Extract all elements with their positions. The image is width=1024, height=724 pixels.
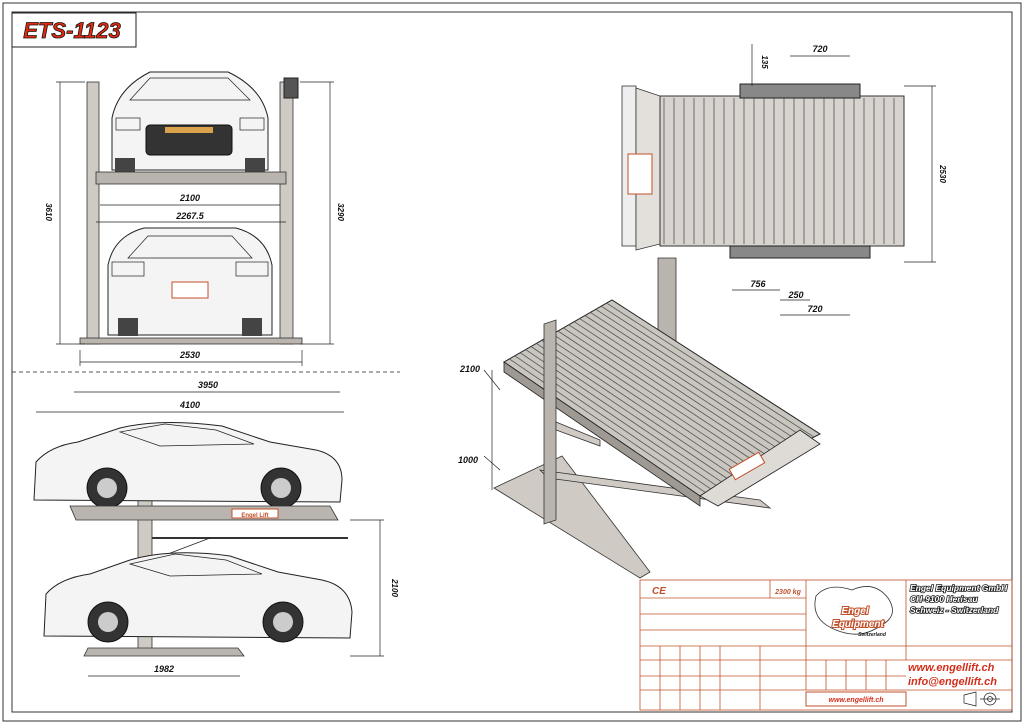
dim-overall-width: 2530: [179, 350, 200, 360]
model-title: ETS-1123: [23, 18, 120, 43]
front-right-post: [279, 81, 294, 345]
iso-platform-slat: [590, 312, 797, 447]
iso-platform-slat: [563, 327, 767, 463]
footer-url-box: [805, 691, 907, 707]
website-link[interactable]: www.engellift.ch: [908, 662, 995, 674]
iso-platform-slat: [557, 330, 761, 466]
dim-side-height: 2100: [390, 578, 399, 597]
platform-slats: [663, 98, 895, 244]
company-address: CH-9100 Herisau: [910, 594, 978, 604]
dim-length-b: 4100: [179, 400, 200, 410]
top-view-logo: [627, 153, 653, 195]
dim-top-depth: 2530: [938, 164, 947, 183]
dim-bottom-c: 720: [807, 304, 822, 314]
dim-bottom-a: 756: [750, 279, 766, 289]
dim-platform-width: 2267.5: [175, 211, 205, 221]
title-block: CE 2300 kg Engel Equipment Switzerland E…: [639, 579, 1013, 711]
side-plate-text: Engel Lift: [241, 513, 268, 519]
logo-line2: Equipment: [832, 619, 884, 630]
iso-platform-slat: [541, 339, 743, 475]
front-view: 3610 3290 2100 2267.5 2530: [44, 71, 345, 366]
iso-platform-slat: [579, 318, 785, 453]
model-title-box: ETS-1123: [11, 12, 137, 48]
logo-wing-icon: [814, 586, 893, 635]
front-upper-platform: [95, 171, 287, 185]
iso-platform-slat: [584, 315, 791, 450]
dim-top-offset: 135: [760, 55, 769, 69]
logo-line1: Engel: [841, 606, 868, 617]
iso-platform-slat: [568, 324, 773, 460]
company-country: Schweiz - Switzerland: [910, 605, 999, 615]
iso-platform-slat: [573, 321, 779, 457]
iso-platform-slat: [552, 333, 755, 469]
side-upper-platform: [69, 505, 339, 521]
front-base: [79, 337, 303, 345]
lower-car-rear: [107, 227, 273, 336]
email-link[interactable]: info@engellift.ch: [908, 676, 997, 688]
iso-ramp-logo: [728, 451, 766, 481]
dim-bottom-b: 250: [787, 290, 803, 300]
iso-platform-slat: [525, 349, 725, 484]
isometric-view: 2100 1000: [458, 257, 821, 579]
dim-total-height: 3610: [44, 203, 53, 221]
iso-platform-slat: [600, 305, 809, 441]
side-plate: [231, 508, 279, 519]
footer-url[interactable]: www.engellift.ch: [829, 697, 884, 704]
top-crossbeam: [739, 83, 861, 99]
iso-platform-slat: [546, 336, 749, 472]
iso-platform-slat: [595, 308, 803, 444]
bottom-crossbeam: [729, 245, 871, 259]
iso-base-left: [493, 455, 651, 579]
side-base: [83, 647, 245, 657]
iso-platform-slat: [530, 346, 731, 481]
top-view: 720 135 2530 756 250 720: [621, 44, 947, 316]
iso-ramp: [699, 429, 821, 507]
capacity-value: 2300 kg: [774, 589, 801, 596]
iso-platform-slat: [536, 343, 737, 478]
title-block-frame: [639, 579, 1013, 711]
dim-base-length: 1982: [154, 664, 174, 674]
front-left-post: [86, 81, 100, 345]
logo-subtitle: Switzerland: [858, 632, 887, 638]
upper-car-side: [33, 421, 343, 509]
iso-platform-slat: [509, 358, 707, 494]
dim-length-a: 3950: [198, 380, 218, 390]
upper-car-front: [111, 71, 269, 172]
side-view: Engel Lift 3950 4100 2100 1982: [33, 380, 399, 677]
company-name: Engel Equipment GmbH: [910, 583, 1008, 593]
ce-mark: CE: [652, 586, 666, 597]
inner-border: [11, 11, 1013, 713]
dim-post-height: 3290: [336, 203, 345, 221]
top-platform: [659, 95, 905, 247]
control-box: [283, 77, 299, 99]
dim-iso-lower: 1000: [458, 455, 478, 465]
dim-iso-upper: 2100: [459, 364, 480, 374]
dim-top-gap: 720: [812, 44, 827, 54]
iso-platform-slat: [606, 302, 815, 438]
iso-front-post: [543, 319, 557, 525]
dim-inner-width: 2100: [179, 193, 200, 203]
projection-symbol-icon: [963, 691, 1000, 707]
iso-platform-slats: [509, 302, 815, 494]
lower-car-side: [43, 552, 353, 643]
